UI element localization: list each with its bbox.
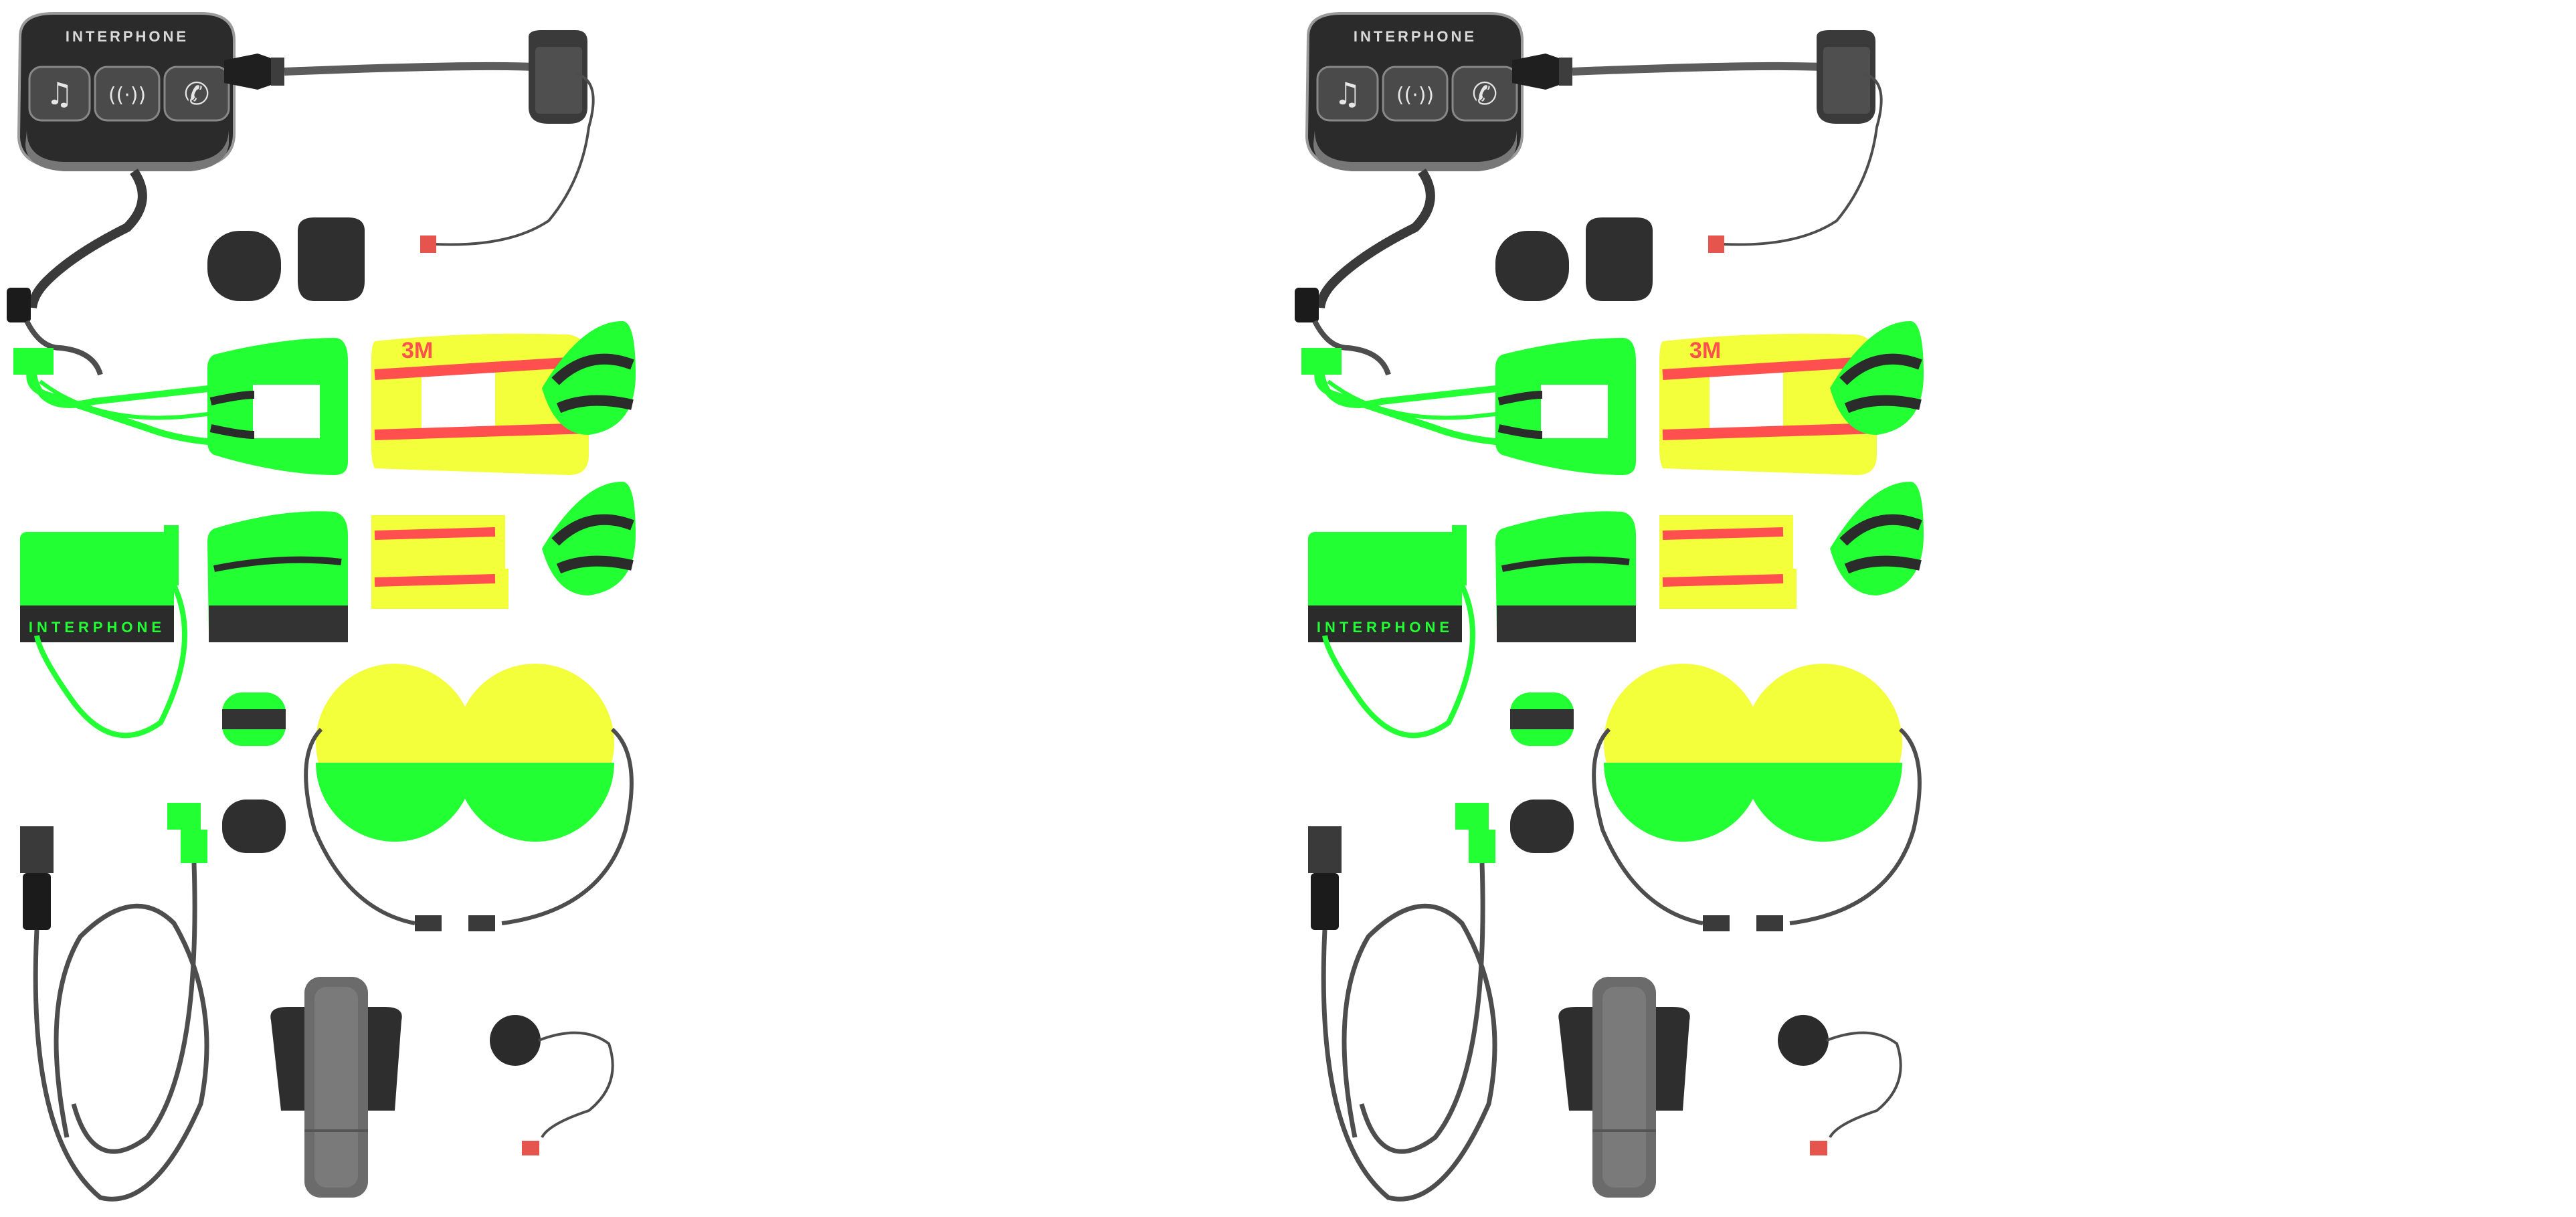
small-foam-pads [1510,692,1574,853]
adhesive-pad-medium [1659,515,1797,609]
intercom-waves-icon: ((·)) [108,84,146,107]
velcro-pad-large [207,338,348,475]
foam-windscreens [1495,217,1653,301]
usb-cable [1308,803,1497,1202]
speaker-cover-bottom [1830,482,1924,595]
phone-icon: ✆ [1472,76,1498,112]
velcro-pad-large [1495,338,1636,475]
boom-microphone [1512,30,1883,253]
phone-icon: ✆ [184,76,210,112]
boom-microphone [224,30,595,253]
red-connector [420,236,436,253]
velcro-pad-medium [1495,511,1636,642]
3m-mark: 3M [401,338,433,363]
intercom-unit: INTERPHONE ♫ ((·)) ✆ [1305,12,1524,309]
foam-windscreens [207,217,365,301]
battery-pack: INTERPHONE [20,525,187,739]
speaker-cover-bottom [542,482,636,595]
adhesive-pad-large: 3M [371,333,589,475]
speaker-right [1744,664,1922,931]
battery-brand-label: INTERPHONE [29,619,165,636]
intercom-unit: INTERPHONE ♫ ((·)) ✆ [17,12,236,309]
speaker-right [456,664,634,931]
wired-microphone [1778,1015,1902,1155]
speaker-left [304,664,474,931]
usb-cable [20,803,209,1202]
adhesive-pad-medium [371,515,509,609]
wired-microphone [490,1015,614,1155]
small-foam-pads [222,692,286,853]
red-connector [1708,236,1724,253]
kit-left: INTERPHONE ♫ ((·)) ✆ [7,12,636,1202]
music-button[interactable]: ♫ [1316,66,1379,122]
speaker-cover-top [542,321,636,435]
phone-button[interactable]: ✆ [1451,66,1518,122]
helmet-mount-clip [270,977,402,1198]
phone-button[interactable]: ✆ [163,66,230,122]
3m-mark: 3M [1689,338,1721,363]
unit-brand-label: INTERPHONE [66,28,189,45]
adhesive-pad-large: 3M [1659,333,1877,475]
battery-brand-label: INTERPHONE [1317,619,1453,636]
intercom-button[interactable]: ((·)) [1382,66,1449,122]
unit-brand-label: INTERPHONE [1354,28,1477,45]
speaker-cover-top [1830,321,1924,435]
intercom-button[interactable]: ((·)) [94,66,161,122]
music-note-icon: ♫ [1333,76,1361,112]
music-note-icon: ♫ [45,76,73,112]
intercom-waves-icon: ((·)) [1396,84,1434,107]
helmet-mount-clip [1558,977,1690,1198]
kit-right: INTERPHONE ♫ ((·)) ✆ [1288,0,2576,1217]
battery-pack: INTERPHONE [1308,525,1475,739]
velcro-pad-medium [207,511,348,642]
music-button[interactable]: ♫ [28,66,91,122]
speaker-left [1592,664,1762,931]
